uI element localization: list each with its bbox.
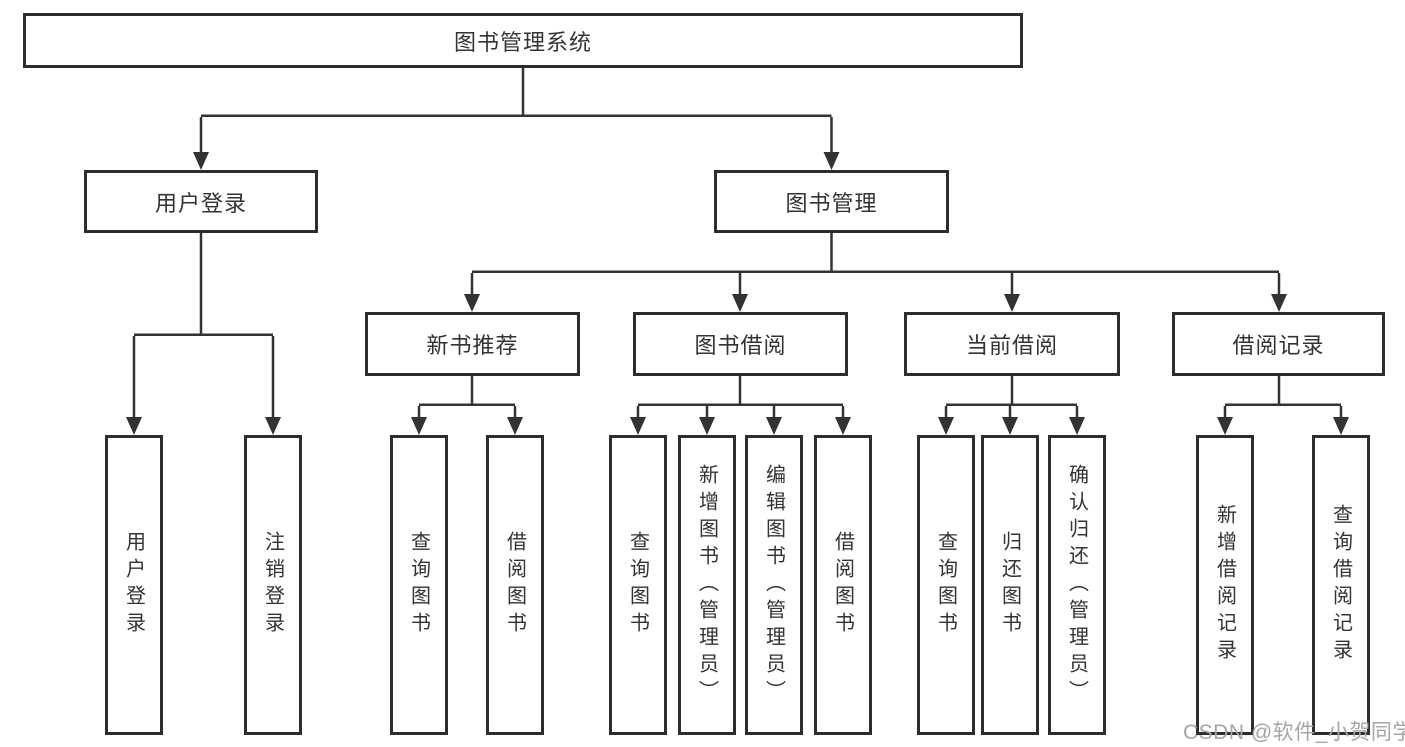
leaf-query-books-recommend: 查询图书 xyxy=(390,435,448,735)
leaf-query-borrow-record: 查询借阅记录 xyxy=(1312,435,1370,735)
leaf-borrow-books: 借阅图书 xyxy=(814,435,872,735)
leaf-query-books-borrow: 查询图书 xyxy=(609,435,667,735)
node-library-management-system: 图书管理系统 xyxy=(23,13,1023,68)
leaf-edit-book-admin: 编辑图书（管理员） xyxy=(745,435,803,735)
leaf-logout: 注销登录 xyxy=(244,435,302,735)
leaf-confirm-return-admin: 确认归还（管理员） xyxy=(1048,435,1106,735)
node-borrow-records: 借阅记录 xyxy=(1172,312,1385,376)
csdn-watermark: CSDN @软件_小贺同学 xyxy=(1183,721,1405,744)
node-current-borrow: 当前借阅 xyxy=(904,312,1120,376)
leaf-query-books-current: 查询图书 xyxy=(917,435,975,735)
leaf-user-login: 用户登录 xyxy=(105,435,163,735)
node-book-management: 图书管理 xyxy=(714,170,949,233)
node-book-borrow: 图书借阅 xyxy=(633,312,848,376)
leaf-add-borrow-record: 新增借阅记录 xyxy=(1196,435,1254,735)
leaf-borrow-books-recommend: 借阅图书 xyxy=(486,435,544,735)
node-new-book-recommend: 新书推荐 xyxy=(365,312,580,376)
leaf-return-book: 归还图书 xyxy=(981,435,1039,735)
leaf-add-book-admin: 新增图书（管理员） xyxy=(678,435,736,735)
node-user-login: 用户登录 xyxy=(84,170,318,233)
